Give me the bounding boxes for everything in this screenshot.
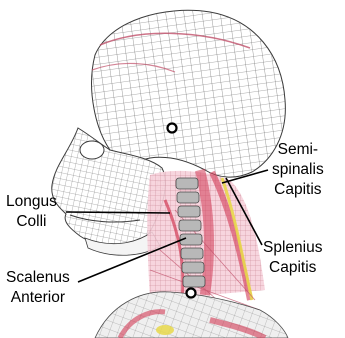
head-center-marker bbox=[168, 124, 177, 133]
leader-longus-colli bbox=[66, 212, 170, 213]
semispinalis-line-2: spinalis bbox=[272, 160, 324, 180]
splenius-line-1: Splenius bbox=[263, 238, 322, 258]
splenius-capitis-label: Splenius Capitis bbox=[263, 238, 322, 278]
splenius-line-2: Capitis bbox=[263, 258, 322, 278]
longus-line-2: Colli bbox=[6, 212, 57, 232]
longus-line-1: Longus bbox=[6, 192, 57, 212]
shoulder-thorax-mesh bbox=[95, 292, 288, 338]
semispinalis-line-1: Semi- bbox=[272, 140, 324, 160]
semispinalis-capitis-label: Semi- spinalis Capitis bbox=[272, 140, 324, 200]
neck-base-marker bbox=[187, 289, 196, 298]
scalenus-line-2: Anterior bbox=[6, 288, 70, 308]
longus-colli-label: Longus Colli bbox=[6, 192, 57, 232]
semispinalis-line-3: Capitis bbox=[272, 180, 324, 200]
scalenus-line-1: Scalenus bbox=[6, 268, 70, 288]
scalenus-anterior-label: Scalenus Anterior bbox=[6, 268, 70, 308]
